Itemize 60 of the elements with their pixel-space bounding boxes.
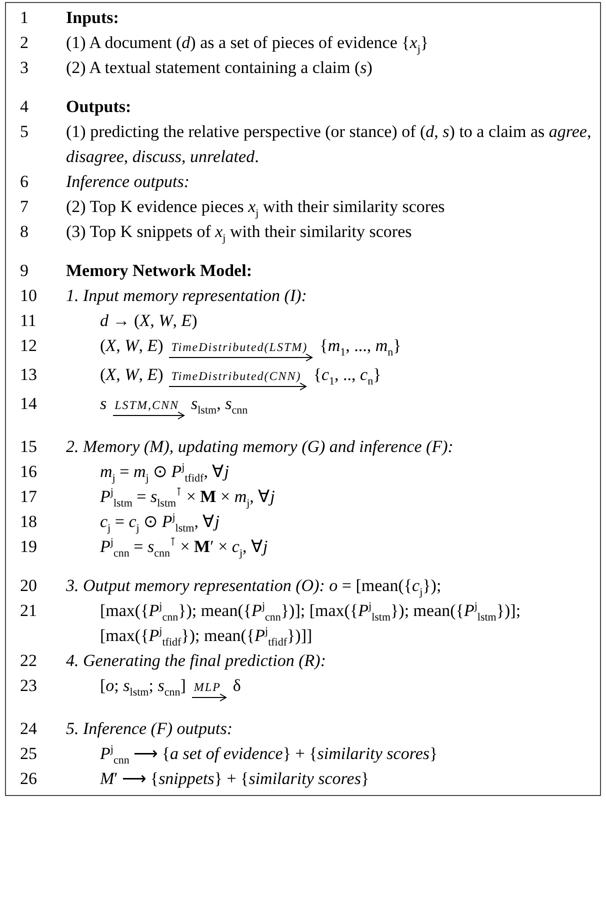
line-number: 17: [19, 486, 38, 508]
line-number: 20: [19, 575, 38, 597]
formula: [max({P$^{j}$$_{cnn}$}); mean({P$^{j}$$_{cnn}$})]; [max({P$^{j}$$_{lstm}$}); mean({P$^{j}$$_{lstm}$})]; [max({P$^{j}$$_{tfidf}$}); mean({P$^{j}$$_{tfidf}$})]]: [99, 599, 522, 648]
line-number: 1: [19, 7, 30, 29]
algorithm-line: (1) A document (d) as a set of pieces of evidence {x$_{j}$}: [66, 32, 430, 55]
arrow-label: TimeDistributed(LSTM): [170, 341, 309, 353]
formula: (X, W, E): [100, 365, 164, 384]
algorithm-line: (2) Top K evidence pieces x$_{j}$ with their similarity scores: [66, 196, 446, 219]
line-number: 24: [19, 718, 38, 740]
line-number: 21: [19, 600, 38, 622]
line-number: 11: [19, 310, 38, 332]
line-number: 6: [19, 171, 30, 193]
line-number: 23: [19, 675, 38, 697]
formula: δ: [232, 676, 241, 695]
line-number: 14: [19, 393, 38, 415]
formula: P$^{j}$$_{lstm}$ = s$_{lstm}$$^{⊺}$ × M × m$_{j}$, ∀j: [99, 485, 276, 509]
formula: {m$_{1}$, ..., m$_{n}$}: [320, 336, 402, 355]
line-number: 26: [19, 768, 38, 790]
formula: s$_{lstm}$, s$_{cnn}$: [190, 394, 248, 413]
line-number: 15: [19, 436, 38, 458]
formula: c$_{j}$ = c$_{j}$ ⊙ P$^{j}$$_{lstm}$, ∀j: [99, 510, 220, 534]
step-heading: 5. Inference (F) outputs:: [66, 718, 234, 740]
algorithm-line: (1) predicting the relative perspective (or stance) of (d, s) to a claim as agree, disagree, discuss, unrelated.: [66, 121, 592, 168]
formula: P$^{j}$$_{cnn}$ ⟶ {a set of evidence} + {similarity scores}: [99, 742, 439, 766]
step-heading: 1. Input memory representation (I):: [66, 285, 308, 307]
algorithm-line: (2) A textual statement containing a claim (s): [66, 57, 374, 79]
formula: m$_{j}$ = m$_{j}$ ⊙ P$^{j}$$_{tfidf}$, ∀j: [99, 460, 230, 484]
arrow-label: MLP: [192, 681, 222, 693]
arrow-label: TimeDistributed(CNN): [170, 370, 302, 382]
line-number: 18: [19, 511, 38, 533]
line-number: 9: [19, 260, 30, 282]
formula: {c$_{1}$, .., c$_{n}$}: [313, 365, 382, 384]
step-heading: 4. Generating the final prediction (R):: [66, 650, 327, 672]
line-number: 3: [19, 57, 30, 79]
formula: [o; s$_{lstm}$; s$_{cnn}$]: [100, 676, 186, 695]
formula: d → (X, W, E): [99, 310, 198, 332]
line-number: 5: [19, 121, 30, 143]
arrow-label: LSTM,CNN: [114, 399, 180, 411]
line-number: 13: [19, 364, 38, 386]
formula: M′ ⟶ {snippets} + {similarity scores}: [98, 768, 370, 790]
formula: (X, W, E): [100, 336, 164, 355]
subheading: Inference outputs:: [66, 171, 191, 193]
formula: P$^{j}$$_{cnn}$ = s$_{cnn}$$^{⊺}$ × M′ × c$_{j}$, ∀j: [99, 535, 269, 559]
section-heading: Outputs:: [66, 96, 132, 118]
section-heading: Memory Network Model:: [66, 260, 253, 282]
line-number: 2: [19, 32, 30, 54]
section-heading: Inputs:: [66, 7, 120, 29]
line-number: 10: [19, 285, 38, 307]
step-heading: 2. Memory (M), updating memory (G) and inference (F):: [66, 436, 454, 458]
algorithm-line: 3. Output memory representation (O): o = [mean({c$_{j}$});: [66, 575, 442, 598]
line-number: 22: [19, 650, 38, 672]
line-number: 4: [19, 96, 30, 118]
line-number: 8: [19, 221, 30, 243]
line-number: 7: [19, 196, 30, 218]
line-number: 25: [19, 743, 38, 765]
line-number: 19: [19, 536, 38, 558]
line-number: 12: [19, 335, 38, 357]
algorithm-line: (3) Top K snippets of x$_{j}$ with their similarity scores: [66, 221, 413, 244]
line-number: 16: [19, 461, 38, 483]
formula: s: [100, 394, 107, 413]
